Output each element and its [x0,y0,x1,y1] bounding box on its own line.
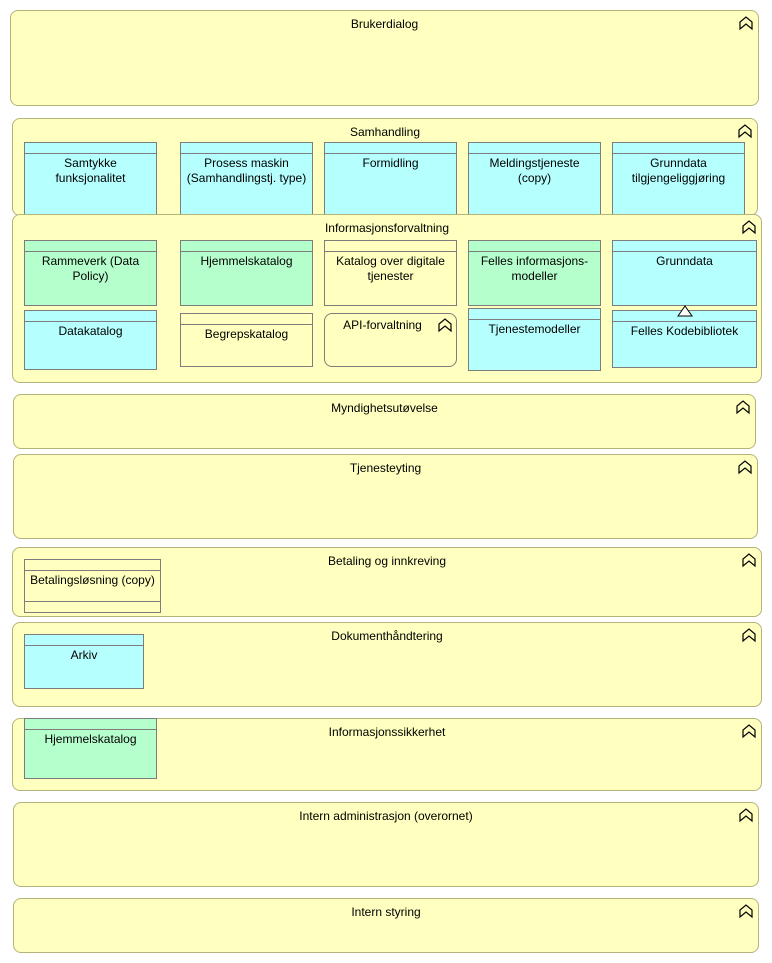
group-title: Intern styring [351,905,421,919]
group-title: Informasjonsforvaltning [324,221,450,235]
box-label: Prosess maskin (Samhandlingstj. type) [186,156,307,185]
box-label: API-forvaltning [343,318,422,332]
group-title: Tjenesteyting [349,461,422,475]
box-label: Grunndata tilgjengeliggjøring [631,156,726,185]
box-prosess-maskin[interactable]: Prosess maskin (Samhandlingstj. type) [180,142,313,216]
function-icon [742,628,756,643]
box-samtykke[interactable]: Samtykke funksjonalitet [24,142,157,216]
group-myndighetsutovelse[interactable]: Myndighetsutøvelse [13,394,756,449]
group-title: Brukerdialog [350,17,419,31]
box-datakatalog[interactable]: Datakatalog [24,310,157,370]
box-label: Tjenestemodeller [488,322,581,336]
box-tjenestemodeller[interactable]: Tjenestemodeller [468,308,601,371]
group-intern-styring[interactable]: Intern styring [13,898,759,953]
box-api-forvaltning[interactable]: API-forvaltning [324,313,457,367]
box-label: Betalingsløsning (copy) [30,573,155,587]
box-hjemmelskatalog-sikkerhet[interactable]: Hjemmelskatalog [24,718,157,779]
function-icon [742,220,756,235]
box-meldingstjeneste[interactable]: Meldingstjeneste (copy) [468,142,601,216]
specialization-arrow-icon [677,305,693,317]
group-title: Myndighetsutøvelse [331,401,438,415]
box-betalingslosning[interactable]: Betalingsløsning (copy) [24,559,161,613]
box-label: Felles Kodebibliotek [630,324,739,338]
group-title: Intern administrasjon (overornet) [299,809,473,823]
function-icon [742,553,756,568]
function-icon [738,124,752,139]
box-arkiv[interactable]: Arkiv [24,634,144,689]
box-label: Formidling [362,156,419,170]
function-icon [736,400,750,415]
box-formidling[interactable]: Formidling [324,142,457,216]
function-icon [739,904,753,919]
box-label: Katalog over digitale tjenester [336,254,445,283]
box-label: Samtykke funksjonalitet [55,156,126,185]
function-icon [739,16,753,31]
group-title: Betaling og innkreving [327,554,447,568]
box-label: Arkiv [70,648,98,662]
box-label: Datakatalog [58,324,123,338]
function-icon [738,460,752,475]
box-label: Hjemmelskatalog [44,732,137,746]
function-icon [739,808,753,823]
function-icon [438,318,452,333]
box-hjemmelskatalog[interactable]: Hjemmelskatalog [180,240,313,306]
group-title: Informasjonssikkerhet [328,725,446,739]
group-brukerdialog[interactable]: Brukerdialog [10,10,759,106]
box-katalog-digitale-tjenester[interactable]: Katalog over digitale tjenester [324,240,457,306]
group-tjenesteyting[interactable]: Tjenesteyting [13,454,758,539]
function-icon [742,724,756,739]
box-felles-kodebibliotek[interactable]: Felles Kodebibliotek [612,310,757,368]
box-label: Felles informasjons-modeller [480,254,589,283]
box-label: Grunndata [656,254,713,268]
box-label: Hjemmelskatalog [200,254,293,268]
box-grunndata-tilgjengeliggjoring[interactable]: Grunndata tilgjengeliggjøring [612,142,745,216]
box-label: Meldingstjeneste (copy) [489,156,580,185]
group-title: Samhandling [349,125,421,139]
box-label: Begrepskatalog [204,327,289,341]
group-title: Dokumenthåndtering [331,629,443,643]
box-begrepskatalog[interactable]: Begrepskatalog [180,313,313,367]
box-label: Rammeverk (Data Policy) [41,254,140,283]
box-grunndata[interactable]: Grunndata [612,240,757,306]
group-intern-administrasjon[interactable]: Intern administrasjon (overornet) [13,802,759,887]
box-rammeverk[interactable]: Rammeverk (Data Policy) [24,240,157,306]
box-felles-informasjonsmodeller[interactable]: Felles informasjons-modeller [468,240,601,306]
